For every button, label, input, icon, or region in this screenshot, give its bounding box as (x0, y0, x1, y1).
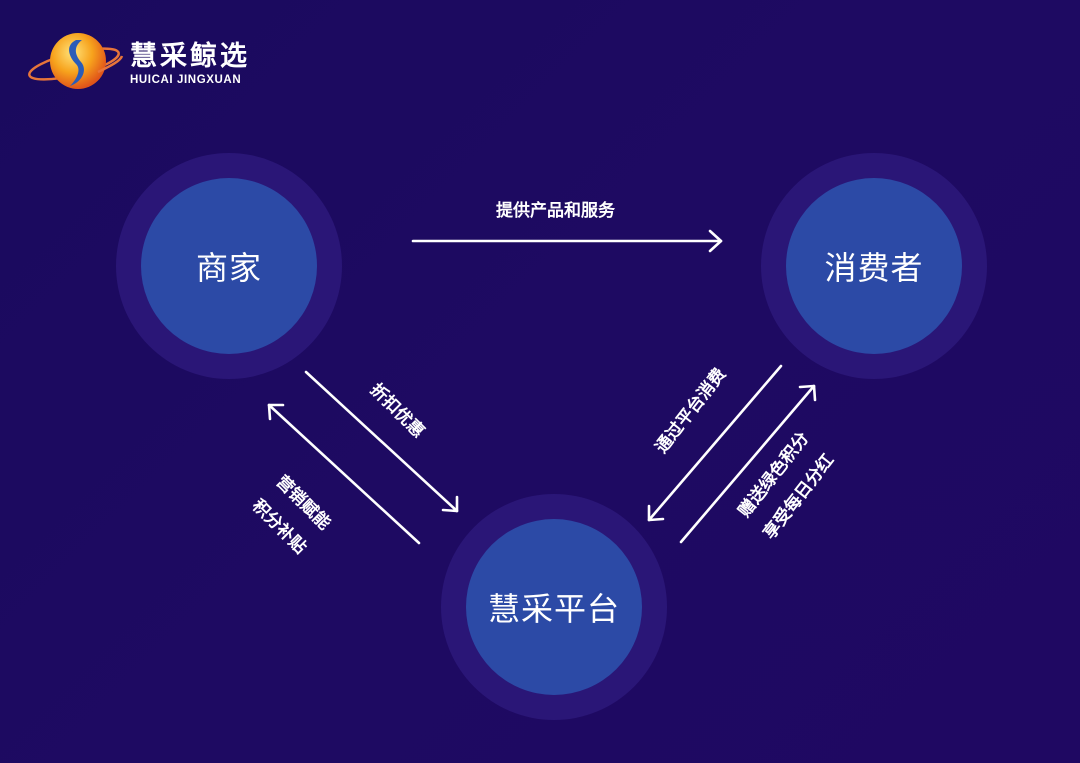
arrow-platform-to-merchant (267, 403, 421, 545)
label-merchant-to-consumer: 提供产品和服务 (496, 201, 615, 221)
arrow-merchant-to-consumer (411, 229, 723, 253)
logo-title: 慧采鲸选 (130, 41, 250, 72)
arrow-platform-to-consumer (679, 384, 817, 544)
planet-globe-icon (28, 33, 124, 89)
arrow-merchant-to-platform (304, 370, 459, 513)
logo: 慧采鲸选 HUICAI JINGXUAN (26, 28, 286, 98)
node-platform-label: 慧采平台 (487, 590, 620, 628)
node-merchant[interactable]: 商家 (141, 178, 317, 354)
node-platform[interactable]: 慧采平台 (466, 519, 642, 695)
node-consumer[interactable]: 消费者 (786, 178, 962, 354)
node-merchant-label: 商家 (195, 249, 262, 287)
arrow-consumer-to-platform (647, 364, 783, 522)
logo-subtitle: HUICAI JINGXUAN (130, 74, 242, 86)
node-consumer-label: 消费者 (824, 249, 924, 287)
